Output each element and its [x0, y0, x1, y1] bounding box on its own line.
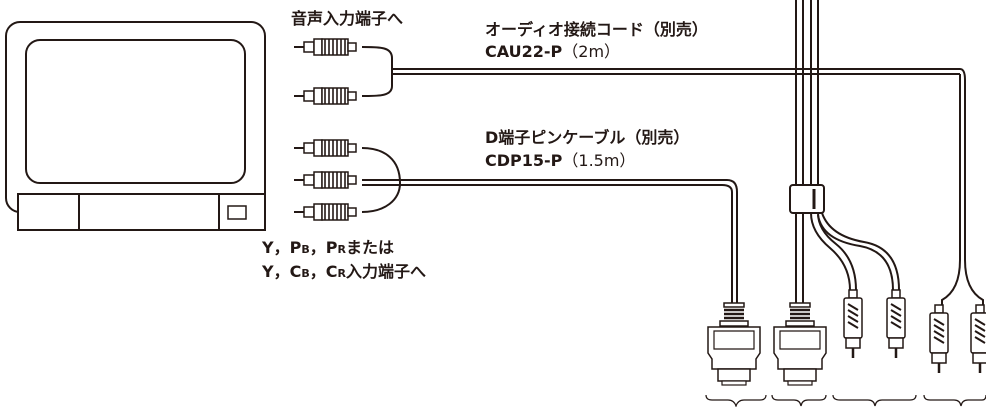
audio-cable-model-line: CAU22-P（2m）: [485, 41, 620, 63]
component-plug-pr-icon: [293, 203, 357, 221]
audio-plug-b-icon: [969, 303, 986, 375]
d-cable-length: （1.5m）: [562, 151, 636, 170]
component-line2-a: Y，C: [262, 262, 302, 281]
component-plug-y-icon: [293, 139, 357, 157]
audio-cable-model: CAU22-P: [485, 42, 563, 61]
component-line2-d: R: [337, 267, 346, 280]
rca-plug-right-icon: [885, 288, 907, 360]
d-terminal-cable: [361, 147, 738, 303]
audio-plug-right-icon: [293, 87, 357, 105]
audio-cable: [361, 46, 966, 260]
component-line2-c: ，C: [309, 262, 338, 281]
component-line1-b: B: [301, 243, 310, 256]
grouping-braces: [705, 394, 986, 407]
component-line2-e: 入力端子へ: [345, 262, 426, 281]
component-line2-b: B: [301, 267, 310, 280]
component-input-line1: Y，PB，PRまたは: [262, 237, 394, 261]
component-line1-d: R: [337, 243, 346, 256]
d-cable-model-line: CDP15-P（1.5m）: [485, 150, 635, 172]
audio-input-label: 音声入力端子へ: [291, 9, 404, 28]
audio-cable-length: （2m）: [562, 42, 621, 61]
rca-plug-left-icon: [842, 288, 864, 360]
component-line1-a: Y，P: [262, 238, 302, 257]
audio-plug-a-icon: [928, 303, 950, 375]
d-terminal-plug-device-icon: [772, 301, 828, 387]
audio-plug-left-icon: [293, 38, 357, 56]
d-terminal-plug-tv-icon: [706, 301, 762, 387]
trunk-cable: [789, 0, 900, 305]
d-cable-model: CDP15-P: [485, 151, 563, 170]
component-line1-c: ，P: [309, 238, 338, 257]
component-plug-pb-icon: [293, 171, 357, 189]
audio-cable-name: オーディオ接続コード（別売）: [485, 20, 708, 39]
d-cable-name: D端子ピンケーブル（別売）: [485, 128, 690, 147]
component-input-line2: Y，CB，CR入力端子へ: [262, 261, 426, 285]
audio-split: [941, 259, 984, 305]
component-line1-e: または: [345, 238, 394, 257]
tv-icon: [5, 21, 266, 231]
